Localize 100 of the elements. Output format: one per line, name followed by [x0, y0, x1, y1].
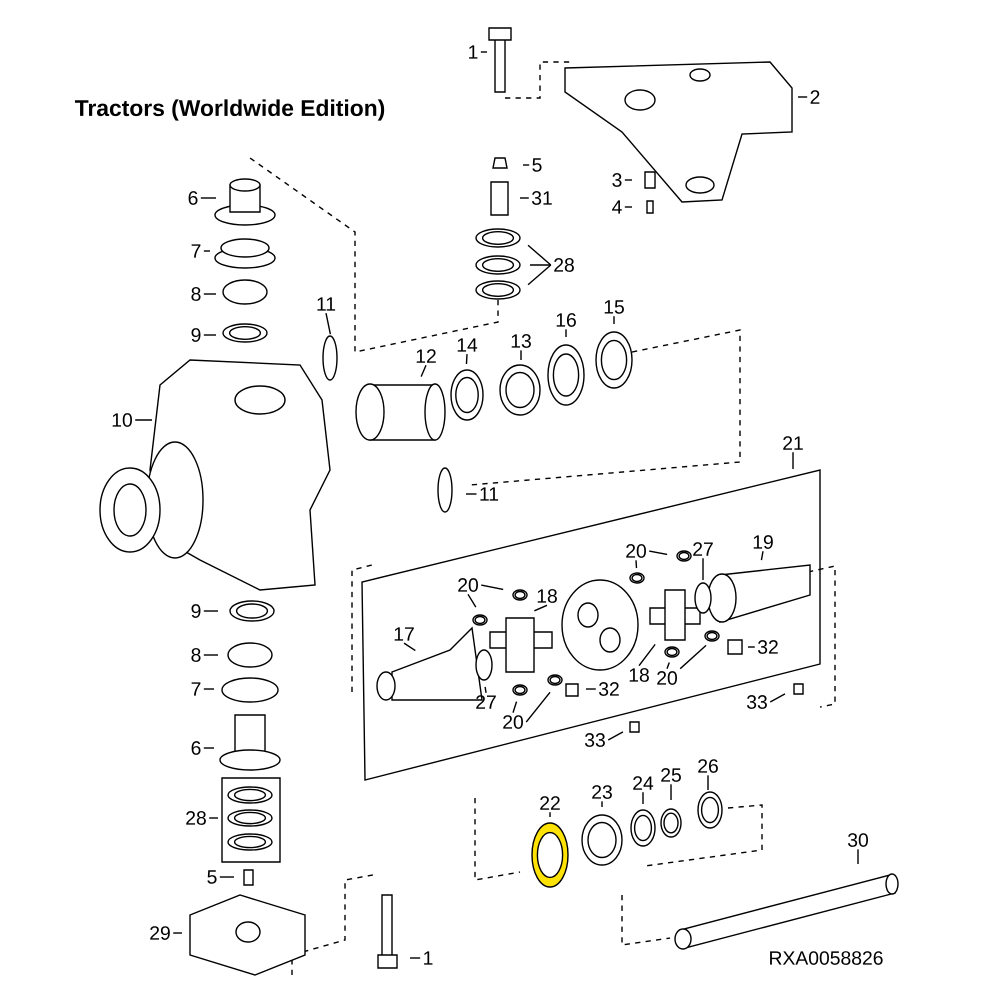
leader-line — [404, 642, 416, 652]
callout-number: 12 — [416, 349, 436, 363]
callout-number: 10 — [112, 413, 132, 427]
leader-line — [670, 784, 672, 800]
leader-line — [702, 558, 704, 580]
title: Tractors (Worldwide Edition) — [74, 99, 384, 121]
leader-line — [325, 312, 332, 334]
leader-line — [480, 51, 487, 53]
callout-number: 4 — [612, 200, 622, 214]
callout-number: 20 — [458, 578, 478, 592]
callout-number: 18 — [630, 668, 649, 682]
callout-number: 13 — [512, 334, 531, 348]
leader-line — [642, 792, 644, 804]
callout-number: 15 — [604, 300, 624, 314]
callout-number: 29 — [150, 926, 170, 940]
callout-number: 5 — [207, 870, 217, 884]
callout-number: 28 — [186, 811, 206, 825]
callout-number: 2 — [810, 90, 820, 104]
leader-line — [638, 644, 656, 666]
callout-number: 3 — [612, 173, 622, 187]
leader-line — [512, 701, 518, 713]
leader-line — [601, 801, 603, 807]
leader-line — [586, 688, 596, 690]
leader-line — [204, 747, 214, 749]
leader-line — [520, 197, 529, 199]
leader-line — [484, 686, 487, 693]
leader-line — [635, 560, 638, 568]
leader-line — [204, 610, 218, 612]
callout-number: 31 — [532, 191, 552, 205]
leader-line — [220, 876, 234, 878]
leader-line — [466, 493, 476, 495]
leader-line — [530, 264, 551, 266]
callout-number: 9 — [192, 328, 200, 342]
callout-number: 23 — [592, 785, 612, 799]
callout-number: 9 — [192, 604, 200, 618]
callout-number: 5 — [532, 158, 542, 172]
callout-number: 26 — [698, 759, 718, 773]
leader-line — [200, 197, 216, 199]
leader-line — [467, 594, 476, 608]
leader-line — [523, 164, 530, 166]
callout-number: 24 — [633, 776, 654, 790]
callout-number: 8 — [191, 648, 201, 662]
callout-number: 33 — [585, 733, 605, 747]
leader-line — [520, 350, 522, 360]
callout-number: 20 — [657, 671, 677, 685]
leader-line — [680, 644, 707, 670]
leader-line — [204, 688, 214, 690]
leader-line — [204, 293, 216, 295]
leader-line — [466, 354, 468, 364]
callout-number: 1 — [469, 45, 478, 59]
callout-number: 7 — [192, 682, 200, 696]
callout-number: 32 — [758, 640, 778, 654]
leader-line — [534, 604, 548, 612]
callout-number: 14 — [458, 338, 478, 352]
leader-line — [608, 731, 624, 741]
callout-number: 30 — [848, 833, 868, 847]
leader-line — [410, 957, 420, 959]
callout-number: 33 — [747, 695, 767, 709]
callout-number: 7 — [192, 244, 200, 258]
leader-line — [624, 179, 632, 181]
callout-number: 22 — [540, 796, 560, 810]
callout-number: 8 — [191, 287, 201, 301]
leader-line — [792, 452, 794, 469]
leader-line — [528, 244, 552, 266]
callout-number: 18 — [538, 589, 557, 603]
leader-line — [624, 206, 632, 208]
leader-line — [565, 329, 567, 337]
callout-number: 19 — [754, 535, 773, 549]
callout-number: 20 — [503, 715, 523, 729]
leader-line — [857, 849, 859, 864]
leader-line — [613, 316, 615, 324]
callout-number: 1 — [424, 951, 432, 965]
leader-line — [649, 550, 668, 556]
callout-number: 27 — [693, 542, 713, 556]
callout-number: 17 — [394, 627, 414, 641]
drawing-number: RXA0058826 — [770, 951, 883, 965]
leader-line — [173, 932, 182, 934]
leader-line — [760, 551, 764, 560]
callout-number: 20 — [626, 544, 646, 558]
callout-number: 27 — [476, 695, 496, 709]
leader-line — [135, 419, 152, 421]
leader-line — [209, 817, 218, 819]
callout-number: 6 — [192, 741, 201, 755]
callout-number: 28 — [554, 258, 574, 272]
leader-line — [528, 264, 552, 286]
callout-number: 21 — [783, 436, 803, 450]
leader-line — [748, 646, 755, 648]
leader-line — [481, 584, 504, 590]
leader-line — [666, 662, 670, 669]
callout-number: 16 — [556, 313, 576, 327]
leader-line — [526, 692, 551, 722]
leader-line — [770, 693, 786, 703]
leader-line — [204, 334, 216, 336]
leader-line — [707, 775, 709, 790]
callout-number: 11 — [480, 487, 498, 501]
callout-number: 32 — [599, 682, 619, 696]
leader-line — [549, 812, 551, 817]
leader-line — [798, 96, 808, 98]
callout-number: 11 — [317, 297, 336, 311]
callout-number: 6 — [188, 191, 198, 205]
